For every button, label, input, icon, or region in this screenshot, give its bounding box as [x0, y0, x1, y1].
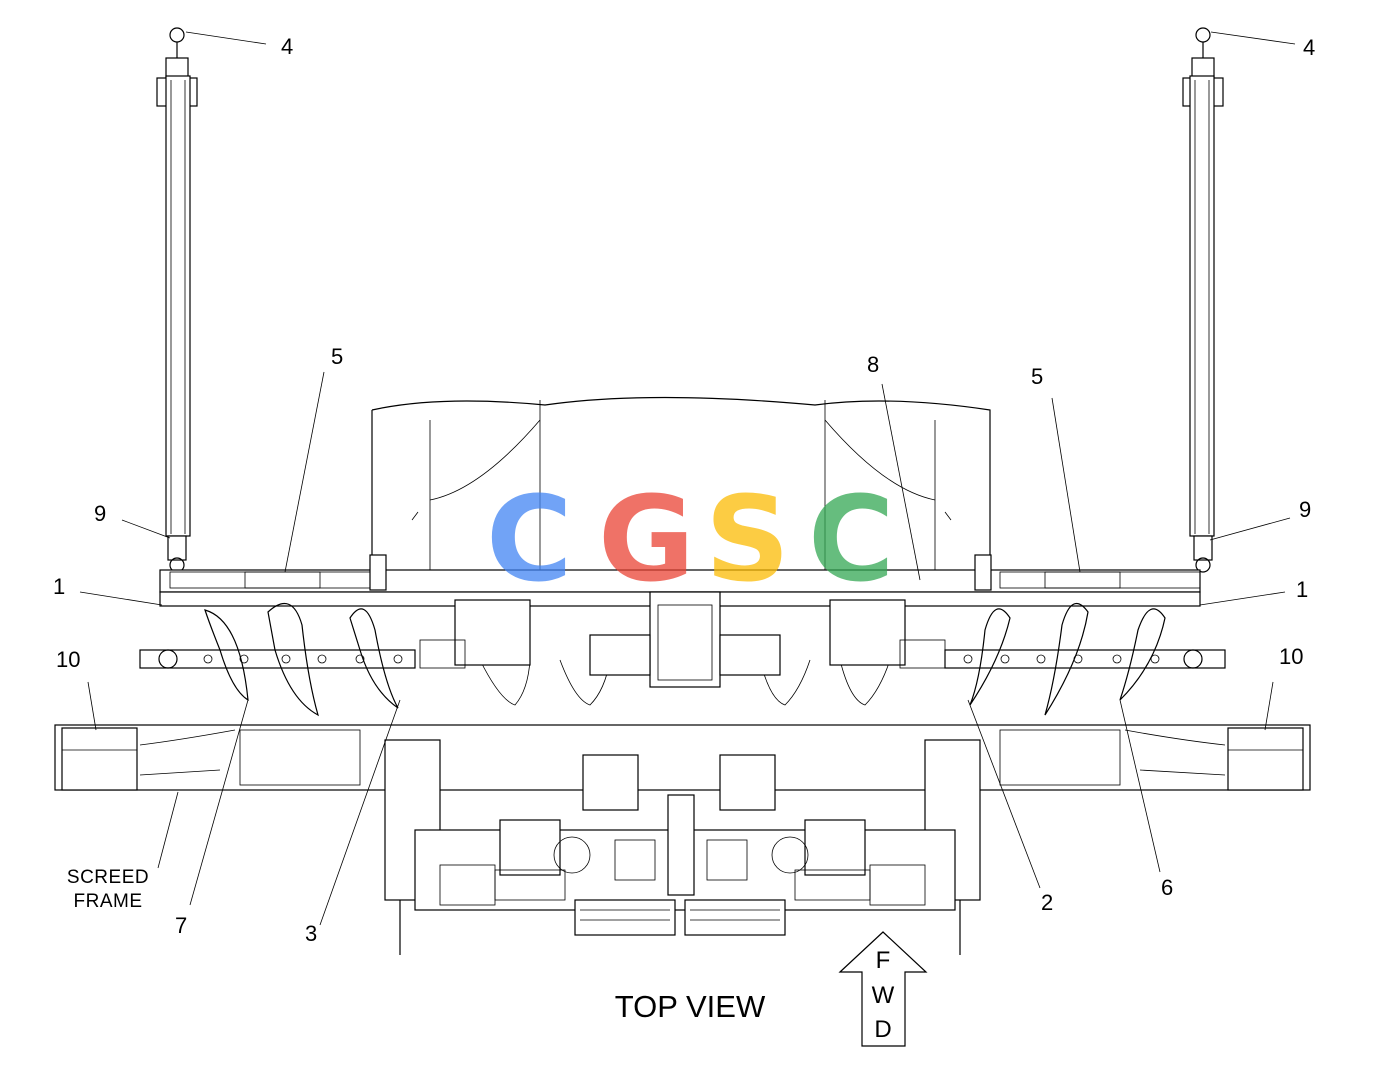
fwd-arrow: F W D: [838, 931, 928, 1047]
callout-1-right: 1: [1296, 577, 1308, 602]
callout-4-right: 4: [1303, 35, 1315, 60]
screed-frame: [54, 724, 1311, 955]
auger-assembly: [139, 602, 1226, 717]
callout-9-left: 9: [94, 501, 106, 526]
leader-lines: [79, 31, 1296, 926]
watermark-letter-s: S: [705, 470, 790, 608]
watermark-letter-c2: C: [808, 470, 895, 608]
callout-8: 8: [867, 352, 879, 377]
callout-5-left: 5: [331, 344, 343, 369]
right-hydraulic-cylinder: [1182, 27, 1224, 573]
callout-2: 2: [1041, 890, 1053, 915]
watermark-letter-c1: C: [486, 470, 573, 608]
callout-6: 6: [1161, 875, 1173, 900]
watermark-letter-g: G: [598, 470, 695, 608]
screed-frame-label-line2: FRAME: [74, 891, 143, 912]
callout-1-left: 1: [53, 574, 65, 599]
view-title: TOP VIEW: [615, 989, 766, 1024]
callout-9-right: 9: [1299, 497, 1311, 522]
fwd-letter-d: D: [874, 1016, 891, 1043]
callout-3: 3: [305, 921, 317, 946]
screed-frame-label-line1: SCREED: [67, 867, 149, 888]
cgsc-watermark: C G S C: [486, 470, 895, 608]
left-hydraulic-cylinder: [156, 27, 198, 573]
callout-10-right: 10: [1279, 644, 1303, 669]
fwd-letter-w: W: [872, 982, 895, 1009]
callout-10-left: 10: [56, 647, 80, 672]
center-gearbox: [419, 591, 946, 688]
callout-5-right: 5: [1031, 364, 1043, 389]
fwd-letter-f: F: [876, 947, 891, 974]
callout-7: 7: [175, 913, 187, 938]
callout-4-left: 4: [281, 34, 293, 59]
